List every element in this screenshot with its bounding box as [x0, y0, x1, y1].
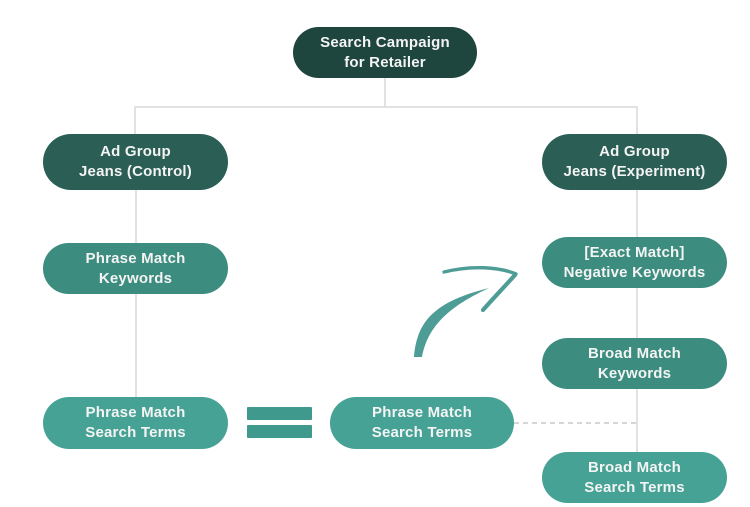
node-exact-match-negative-keywords: [Exact Match] Negative Keywords [542, 237, 727, 288]
node-phrase-match-search-terms-left: Phrase Match Search Terms [43, 397, 228, 449]
node-broad-match-keywords: Broad Match Keywords [542, 338, 727, 389]
node-phrase-match-search-terms-middle: Phrase Match Search Terms [330, 397, 514, 449]
node-label: [Exact Match] Negative Keywords [563, 243, 706, 281]
node-label: Phrase Match Search Terms [371, 404, 473, 441]
node-phrase-match-keywords: Phrase Match Keywords [43, 243, 228, 294]
node-broad-match-search-terms: Broad Match Search Terms [542, 452, 727, 503]
node-label: Broad Match Search Terms [584, 458, 685, 496]
node-label: Phrase Match Search Terms [85, 404, 186, 441]
node-label: Ad Group Jeans (Experiment) [563, 143, 706, 180]
equals-sign-icon [247, 407, 312, 438]
tree-branch-line [134, 78, 638, 134]
equals-top-bar [247, 407, 312, 420]
equals-bottom-bar [247, 425, 312, 438]
node-label: Ad Group Jeans (Control) [78, 143, 192, 180]
node-label: Search Campaign for Retailer [320, 33, 450, 71]
node-label: Broad Match Keywords [587, 344, 682, 382]
node-adgroup-experiment: Ad Group Jeans (Experiment) [542, 134, 727, 190]
node-label: Phrase Match Keywords [85, 249, 186, 287]
node-search-campaign: Search Campaign for Retailer [293, 27, 477, 78]
node-adgroup-control: Ad Group Jeans (Control) [43, 134, 228, 190]
